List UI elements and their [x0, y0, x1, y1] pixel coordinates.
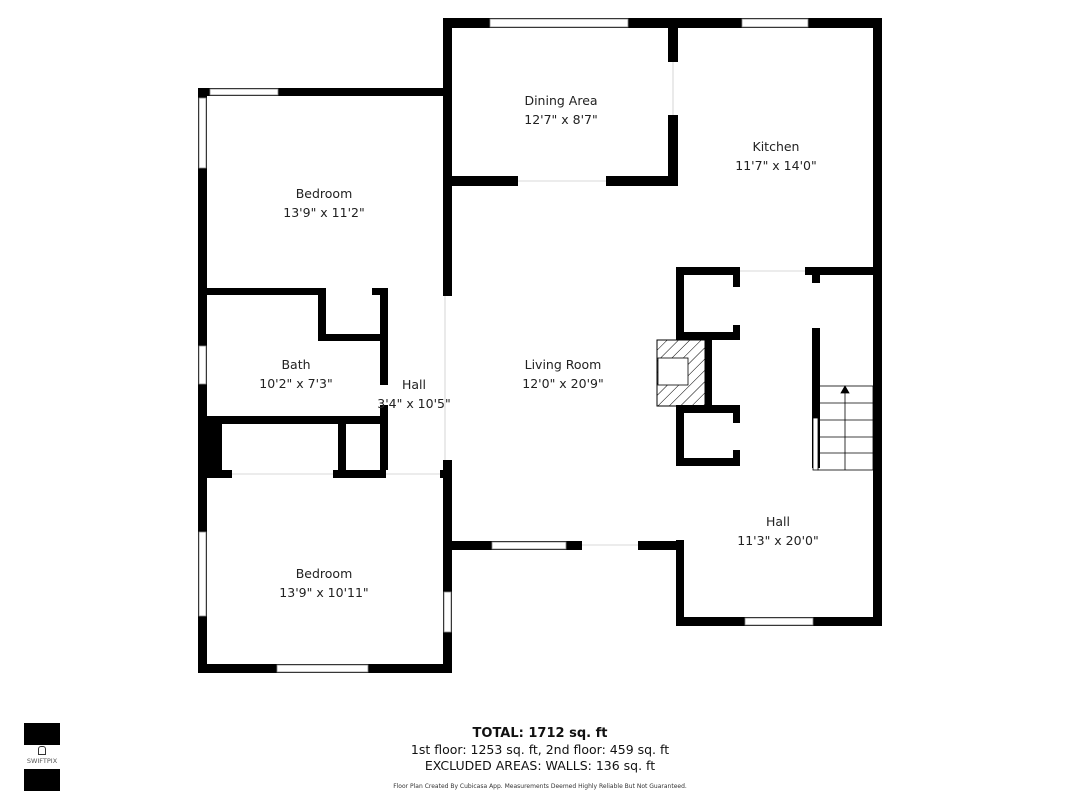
room-name-dining: Dining Area: [524, 93, 597, 108]
room-size-kitchen: 11'7" x 14'0": [735, 158, 816, 173]
room-name-bath: Bath: [281, 357, 310, 372]
room-name-bedroom2: Bedroom: [296, 566, 353, 581]
house-icon: [38, 746, 46, 755]
fireplace: [656, 339, 706, 407]
openings: [232, 62, 805, 546]
room-size-dining: 12'7" x 8'7": [524, 112, 597, 127]
room-size-hall1: 3'4" x 10'5": [377, 396, 450, 411]
logo: SWIFTPIX: [24, 723, 60, 791]
stairs: [812, 385, 874, 471]
windows: [198, 18, 814, 673]
room-name-hall2: Hall: [766, 514, 790, 529]
disclaimer: Floor Plan Created By Cubicasa App. Meas…: [393, 783, 687, 790]
room-name-hall1: Hall: [402, 377, 426, 392]
room-size-living: 12'0" x 20'9": [522, 376, 603, 391]
total-area: TOTAL: 1712 sq. ft: [472, 726, 608, 741]
room-size-bedroom2: 13'9" x 10'11": [279, 585, 368, 600]
excluded-areas: EXCLUDED AREAS: WALLS: 136 sq. ft: [424, 758, 656, 773]
room-name-kitchen: Kitchen: [753, 139, 800, 154]
room-labels: Dining Area 12'7" x 8'7" Kitchen 11'7" x…: [259, 93, 818, 600]
logo-text: SWIFTPIX: [26, 757, 58, 765]
room-size-bedroom1: 13'9" x 11'2": [283, 205, 364, 220]
room-size-bath: 10'2" x 7'3": [259, 376, 332, 391]
room-name-bedroom1: Bedroom: [296, 186, 353, 201]
room-name-living: Living Room: [525, 357, 602, 372]
floor-areas: 1st floor: 1253 sq. ft, 2nd floor: 459 s…: [410, 742, 670, 757]
room-size-hall2: 11'3" x 20'0": [737, 533, 818, 548]
